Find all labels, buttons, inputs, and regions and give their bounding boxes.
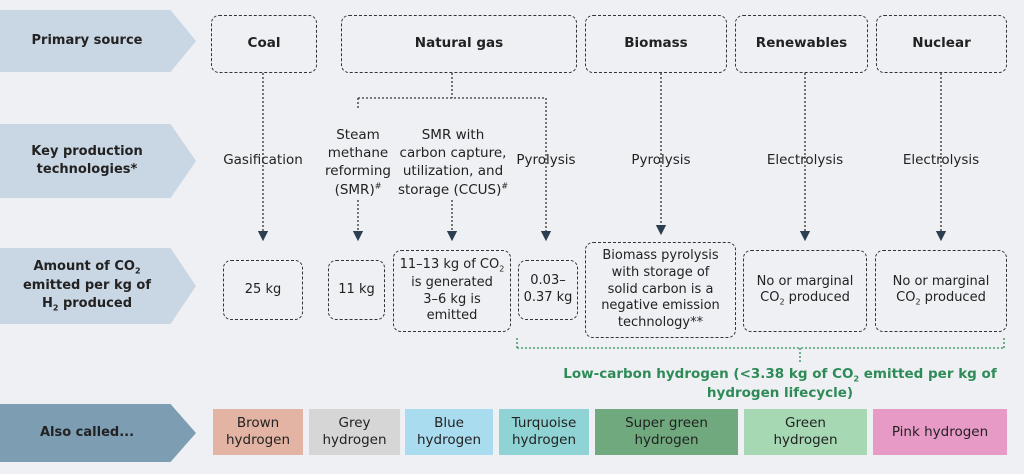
- co2-line1: Amount of CO: [33, 258, 135, 274]
- source-natural-gas: Natural gas: [341, 15, 577, 73]
- low-carbon-bracket: [516, 338, 1005, 362]
- row-label-co2-amount-text: Amount of CO2 emitted per kg of H2 produ…: [23, 258, 151, 314]
- tag-blue-hydrogen: Blue hydrogen: [405, 409, 493, 455]
- emission-nuclear-b: CO: [896, 290, 916, 306]
- co2-line3-sub: 2: [52, 303, 59, 313]
- emission-nuclear-a: No or marginal: [892, 273, 990, 289]
- tech-electrolysis-renewables: Electrolysis: [766, 152, 844, 168]
- row-label-co2-amount: Amount of CO2 emitted per kg of H2 produ…: [0, 248, 196, 324]
- tag-grey-hydrogen: Grey hydrogen: [309, 409, 400, 455]
- tech-smr-ccus-footnote-mark: #: [501, 181, 509, 191]
- emission-ccus-sub: 2: [499, 264, 505, 274]
- tech-smr-footnote-mark: #: [374, 181, 382, 191]
- co2-sub: 2: [134, 266, 141, 276]
- row-label-also-called: Also called...: [0, 404, 196, 462]
- low-carbon-b: emitted per kg of: [859, 366, 997, 382]
- emission-biomass: Biomass pyrolysis with storage of solid …: [585, 242, 736, 338]
- tag-turquoise-hydrogen: Turquoise hydrogen: [499, 409, 589, 455]
- emission-ccus: 11–13 kg of CO2 is generated 3–6 kg is em…: [393, 250, 511, 332]
- emission-coal: 25 kg: [223, 260, 303, 320]
- emission-renewables-sub: 2: [779, 298, 785, 308]
- low-carbon-sub: 2: [853, 374, 860, 384]
- co2-line3a: H: [41, 295, 53, 311]
- emission-smr: 11 kg: [328, 260, 385, 320]
- row-label-key-technologies: Key production technologies*: [0, 124, 196, 198]
- co2-line2: emitted per kg of: [22, 278, 152, 294]
- source-biomass: Biomass: [585, 15, 727, 73]
- source-coal: Coal: [211, 15, 317, 73]
- emission-ccus-text: 11–13 kg of CO2 is generated 3–6 kg is em…: [400, 257, 505, 326]
- co2-line3b: produced: [58, 295, 133, 311]
- tag-pink-hydrogen: Pink hydrogen: [873, 409, 1007, 455]
- tech-smr: Steam methane reforming (SMR)#: [322, 126, 394, 199]
- low-carbon-hydrogen-label: Low-carbon hydrogen (<3.38 kg of CO2 emi…: [550, 366, 1010, 403]
- source-nuclear: Nuclear: [876, 15, 1007, 73]
- emission-ccus-a: 11–13 kg of CO: [399, 256, 500, 272]
- row-label-also-called-text: Also called...: [39, 425, 135, 441]
- tech-smr-ccus: SMR with carbon capture, utilization, an…: [394, 126, 512, 199]
- low-carbon-a: Low-carbon hydrogen (<3.38 kg of CO: [563, 366, 854, 382]
- row-label-primary-source: Primary source: [0, 10, 196, 72]
- tech-electrolysis-nuclear: Electrolysis: [902, 152, 980, 168]
- emission-renewables-a: No or marginal: [756, 273, 854, 289]
- source-renewables: Renewables: [735, 15, 868, 73]
- emission-renewables-b: CO: [760, 290, 780, 306]
- emission-nuclear-sub: 2: [915, 298, 921, 308]
- row-label-key-technologies-text: Key production technologies*: [31, 144, 143, 177]
- tech-smr-text: Steam methane reforming (SMR): [325, 127, 391, 198]
- tech-gasification: Gasification: [223, 152, 303, 168]
- tech-smr-ccus-text: SMR with carbon capture, utilization, an…: [397, 127, 507, 198]
- low-carbon-c: hydrogen lifecycle): [706, 385, 854, 402]
- tag-green-hydrogen: Green hydrogen: [744, 409, 867, 455]
- tag-brown-hydrogen: Brown hydrogen: [213, 409, 303, 455]
- emission-ccus-b: is generated 3–6 kg is emitted: [411, 274, 493, 324]
- row-label-primary-source-text: Primary source: [31, 33, 143, 49]
- tech-pyrolysis-gas: Pyrolysis: [516, 152, 576, 168]
- emission-renewables-c: produced: [784, 290, 850, 306]
- tag-super-green-hydrogen: Super green hydrogen: [595, 409, 738, 455]
- emission-pyrolysis-gas: 0.03– 0.37 kg: [518, 260, 578, 320]
- tech-pyrolysis-biomass: Pyrolysis: [631, 152, 691, 168]
- emission-nuclear-c: produced: [920, 290, 986, 306]
